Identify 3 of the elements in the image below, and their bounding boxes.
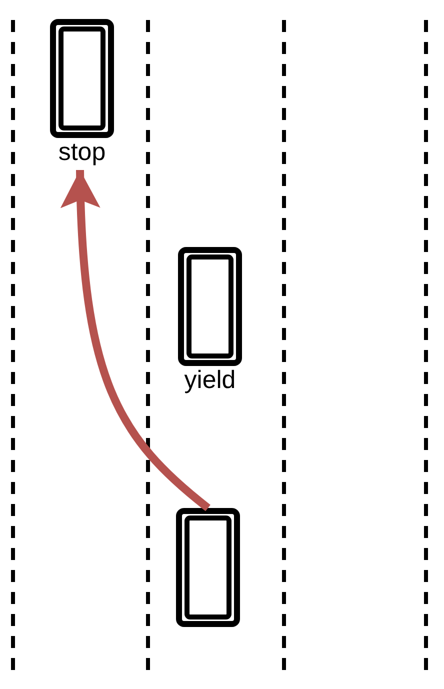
car-label: stop xyxy=(58,138,106,166)
arrow xyxy=(60,170,211,512)
car-label: yield xyxy=(184,366,236,394)
